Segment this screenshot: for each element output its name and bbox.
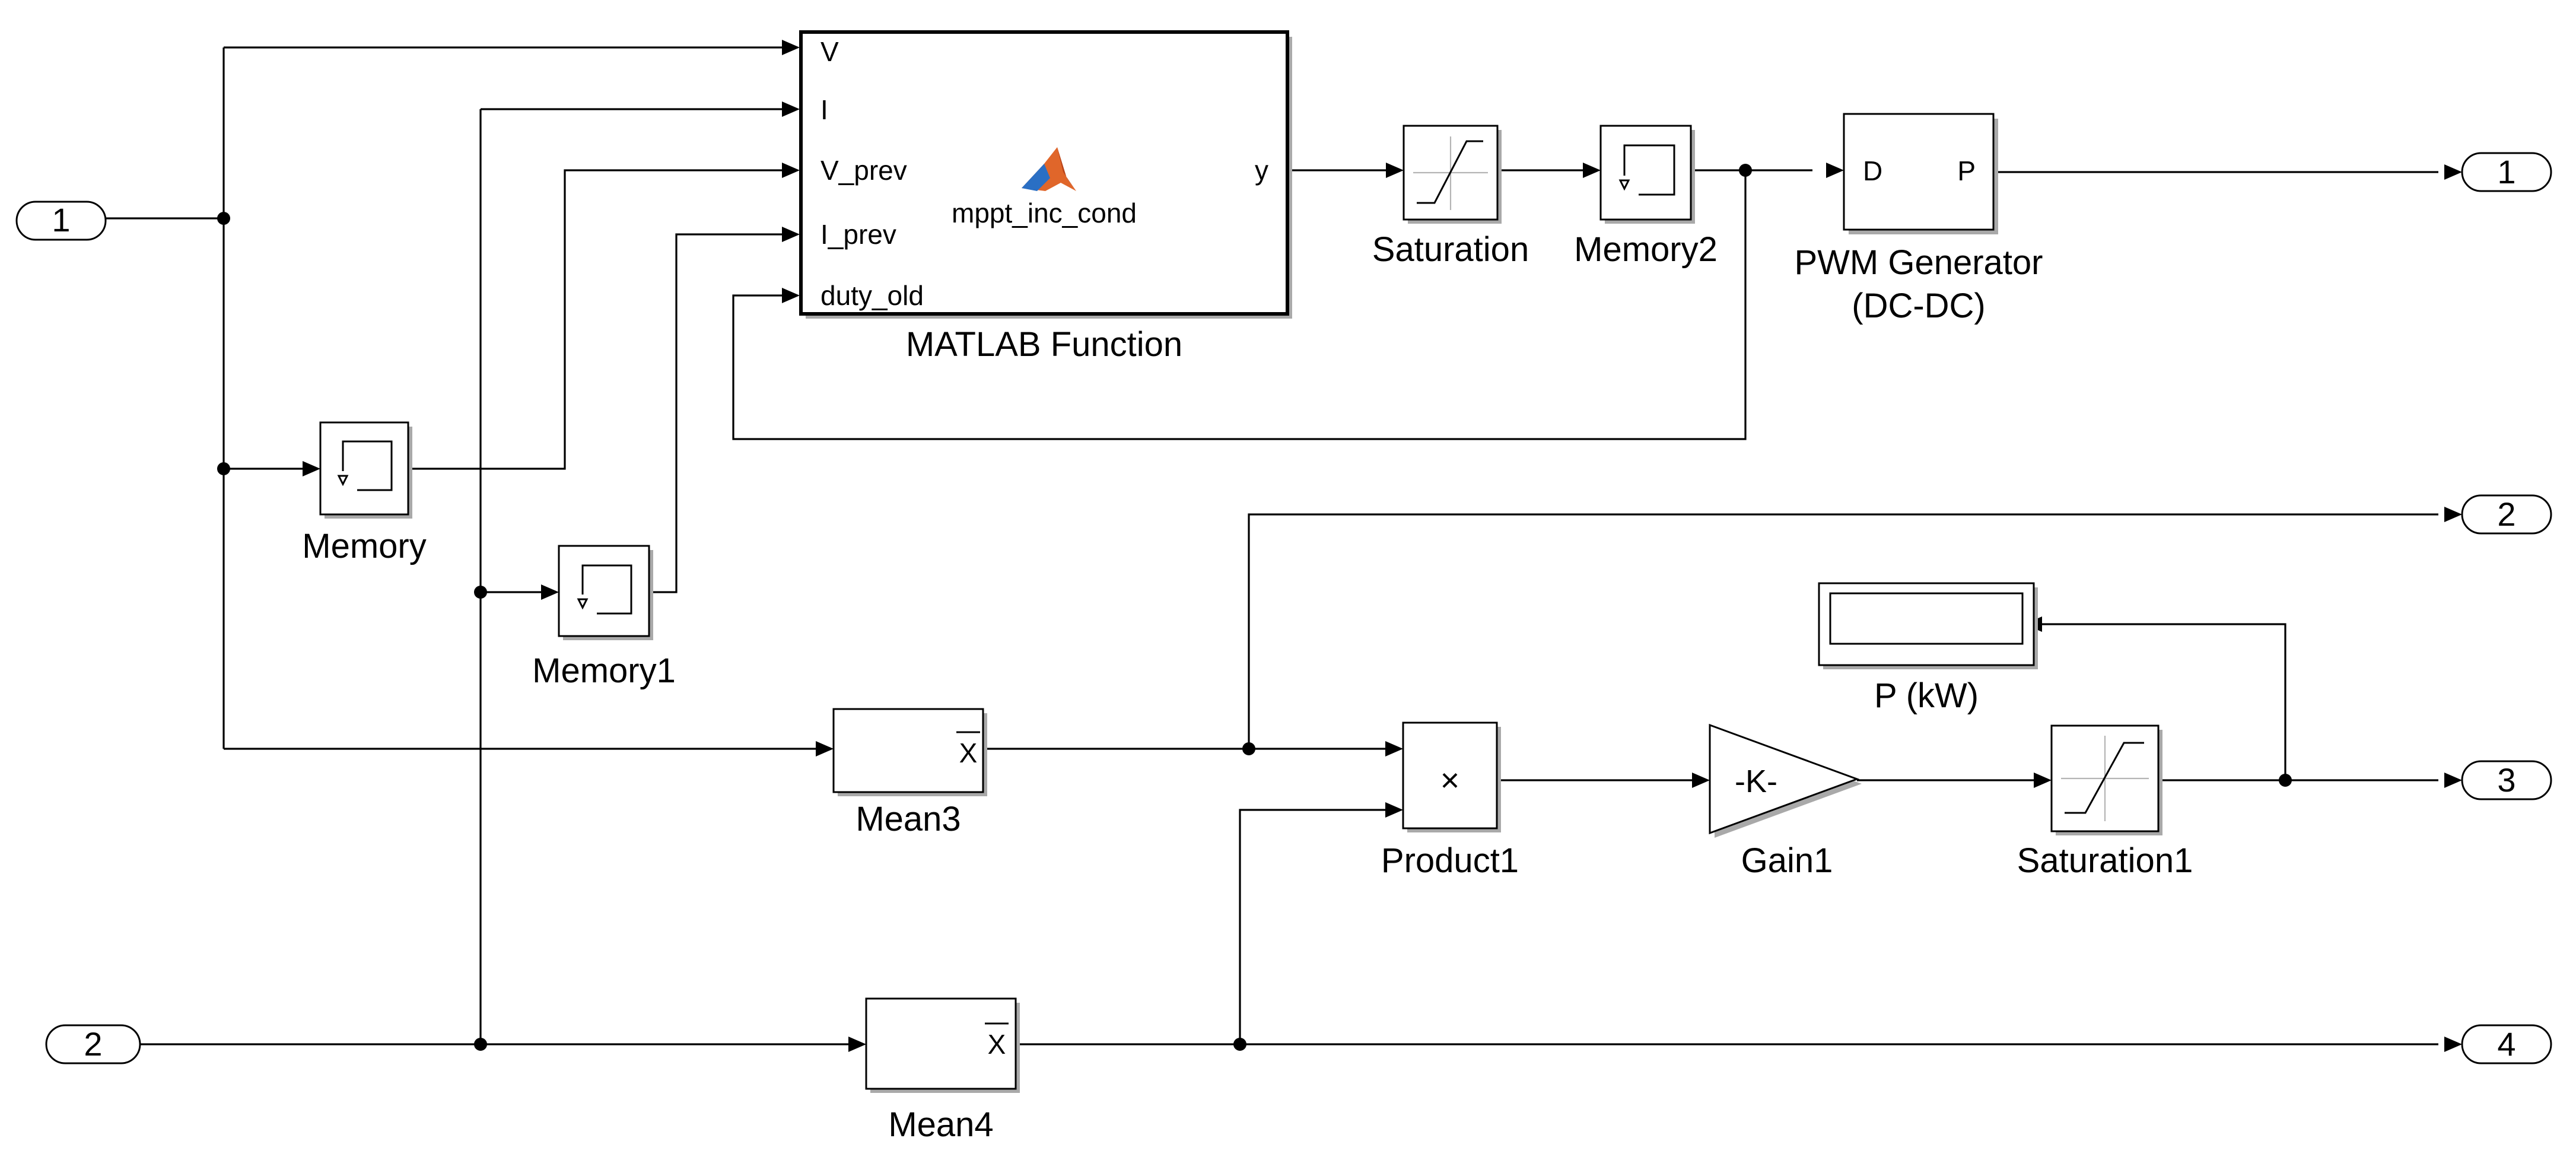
- mean4-label: Mean4: [888, 1105, 993, 1144]
- saturation-icon: [1417, 140, 1483, 204]
- pwm-generator-block[interactable]: D P PWM Generator (DC-DC): [1795, 113, 2043, 325]
- memory-icon: [1618, 144, 1675, 196]
- gain1-block[interactable]: -K- Gain1: [1709, 723, 1862, 880]
- arrow-I: [782, 101, 800, 117]
- display-label: P (kW): [1874, 676, 1979, 715]
- matlab-function-block[interactable]: V I V_prev I_prev duty_old y mppt_inc_co…: [799, 30, 1292, 364]
- outport-4[interactable]: 4: [2461, 1024, 2552, 1064]
- memory2-label: Memory2: [1574, 230, 1718, 269]
- junction-in2: [474, 1038, 487, 1051]
- inport-2-label: 2: [84, 1025, 102, 1063]
- outport-4-label: 4: [2497, 1025, 2515, 1063]
- arrow-out2: [2444, 507, 2462, 522]
- outport-2[interactable]: 2: [2461, 494, 2552, 535]
- gain-symbol: -K-: [1735, 764, 1777, 799]
- pwm-port-P: P: [1957, 155, 1976, 186]
- port-duty-old: duty_old: [820, 280, 924, 311]
- arrow-mean3: [816, 741, 834, 757]
- mean4-block[interactable]: X Mean4: [865, 997, 1020, 1144]
- arrow-vprev: [782, 163, 800, 178]
- mean4-symbol: X: [988, 1029, 1006, 1060]
- outport-3[interactable]: 3: [2461, 760, 2552, 800]
- wire-mean4-to-product[interactable]: [1239, 809, 1385, 1044]
- function-name: mppt_inc_cond: [952, 198, 1137, 228]
- arrow-pwm: [1826, 163, 1844, 178]
- mean3-symbol: X: [959, 738, 978, 768]
- product-symbol: ×: [1440, 761, 1460, 799]
- inport-1[interactable]: 1: [15, 201, 107, 241]
- matlab-logo-icon: [1022, 147, 1076, 191]
- port-y: y: [1255, 155, 1268, 186]
- arrow-memory1: [541, 584, 559, 600]
- arrow-V: [782, 40, 800, 55]
- arrow-out1: [2444, 164, 2462, 180]
- port-V-prev: V_prev: [820, 155, 907, 186]
- outport-2-label: 2: [2497, 495, 2515, 533]
- junction-memory1: [474, 586, 487, 599]
- wire-mean3-to-out2[interactable]: [1248, 513, 2438, 749]
- arrow-duty: [782, 288, 800, 303]
- matlab-function-label: MATLAB Function: [906, 325, 1182, 364]
- memory2-block[interactable]: Memory2: [1574, 125, 1718, 269]
- product1-label: Product1: [1381, 841, 1519, 880]
- wire-memory-to-vprev[interactable]: [408, 169, 782, 470]
- junctions: [217, 164, 2292, 1051]
- outport-1-label: 1: [2497, 153, 2515, 190]
- memory-icon: [577, 564, 632, 615]
- wire-memory1-to-iprev[interactable]: [651, 233, 782, 593]
- port-I: I: [820, 94, 828, 125]
- junction-mean3: [1242, 742, 1255, 755]
- saturation-icon: [2065, 742, 2144, 814]
- arrow-product-in2: [1385, 802, 1403, 818]
- arrow-memory: [303, 461, 320, 476]
- arrow-iprev: [782, 227, 800, 242]
- arrow-saturation1: [2034, 773, 2052, 788]
- product1-block[interactable]: × Product1: [1381, 721, 1519, 880]
- wire-feedback-duty[interactable]: [732, 170, 1747, 440]
- memory-icon: [337, 440, 393, 491]
- arrow-out3: [2444, 773, 2462, 788]
- saturation1-label: Saturation1: [2017, 841, 2193, 880]
- arrow-mean4: [848, 1037, 866, 1052]
- arrow-gain: [1692, 773, 1710, 788]
- pwm-port-D: D: [1863, 155, 1882, 186]
- arrow-memory2: [1583, 163, 1601, 178]
- memory-block[interactable]: Memory: [302, 421, 427, 565]
- memory-label: Memory: [302, 527, 426, 565]
- saturation1-block[interactable]: Saturation1: [2017, 724, 2193, 880]
- junction-memory: [217, 462, 230, 475]
- arrowheads: [303, 40, 2462, 1052]
- junction-saturation1: [2279, 774, 2292, 787]
- pwm-label-line2: (DC-DC): [1852, 287, 1986, 325]
- arrow-out4: [2444, 1037, 2462, 1052]
- saturation-block[interactable]: Saturation: [1372, 125, 1529, 269]
- memory1-block[interactable]: Memory1: [532, 545, 676, 690]
- mean3-label: Mean3: [856, 800, 961, 838]
- memory1-label: Memory1: [532, 651, 676, 690]
- wire-to-display[interactable]: [2042, 623, 2286, 780]
- mean3-block[interactable]: X Mean3: [832, 708, 987, 838]
- junction-in1: [217, 212, 230, 225]
- pwm-label-line1: PWM Generator: [1795, 243, 2043, 282]
- signal-lines: [105, 46, 2438, 1045]
- inport-1-label: 1: [52, 201, 70, 239]
- inport-2[interactable]: 2: [45, 1024, 141, 1064]
- outport-3-label: 3: [2497, 761, 2515, 799]
- junction-mean4: [1233, 1038, 1246, 1051]
- display-block[interactable]: P (kW): [1818, 582, 2038, 715]
- port-V: V: [820, 36, 839, 67]
- outport-1[interactable]: 1: [2461, 152, 2552, 192]
- gain1-label: Gain1: [1741, 841, 1833, 880]
- arrow-saturation: [1386, 163, 1404, 178]
- saturation-label: Saturation: [1372, 230, 1529, 269]
- arrow-product-in1: [1385, 741, 1403, 757]
- junction-feedback: [1739, 164, 1752, 177]
- port-I-prev: I_prev: [820, 219, 896, 250]
